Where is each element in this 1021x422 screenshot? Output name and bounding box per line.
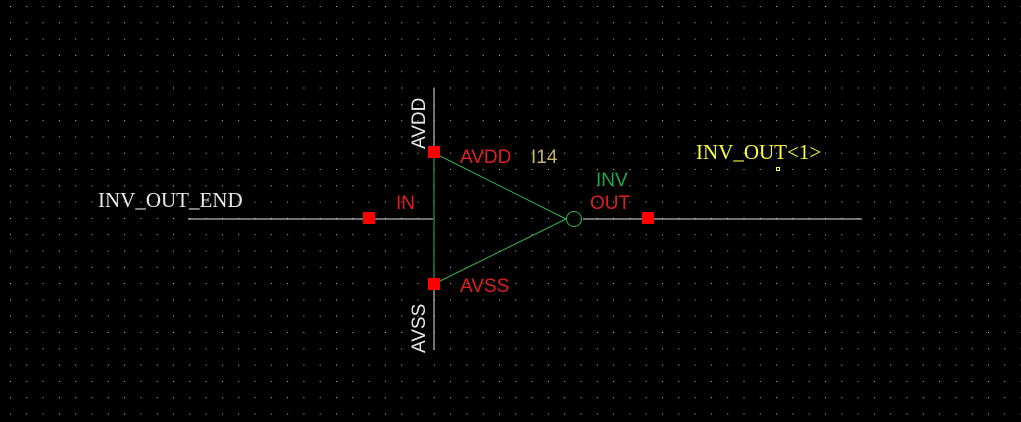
net-label-ground[interactable]: AVSS <box>409 304 430 353</box>
pin-label-in: IN <box>396 193 415 214</box>
pin-avss[interactable] <box>428 278 440 290</box>
instance-name-label: I14 <box>531 147 558 168</box>
pin-label-out: OUT <box>590 193 631 214</box>
symbol-bottom-edge <box>433 218 567 285</box>
pin-label-avdd: AVDD <box>460 147 511 168</box>
pin-label-avss: AVSS <box>460 276 509 297</box>
pins <box>363 146 654 290</box>
pin-in[interactable] <box>363 212 375 224</box>
inverter-symbol[interactable] <box>433 152 582 285</box>
pin-avdd[interactable] <box>428 146 440 158</box>
net-label-input[interactable]: INV_OUT_END <box>98 188 243 212</box>
net-label-supply[interactable]: AVDD <box>409 98 430 149</box>
net-label-origin-marker <box>776 167 780 171</box>
symbol-top-edge <box>433 152 567 220</box>
wires <box>188 88 862 350</box>
pin-out[interactable] <box>642 212 654 224</box>
net-label-output[interactable]: INV_OUT<1> <box>696 140 821 164</box>
cell-name-label: INV <box>596 170 628 191</box>
grid-dots <box>10 6 1021 415</box>
inversion-bubble <box>566 211 582 227</box>
